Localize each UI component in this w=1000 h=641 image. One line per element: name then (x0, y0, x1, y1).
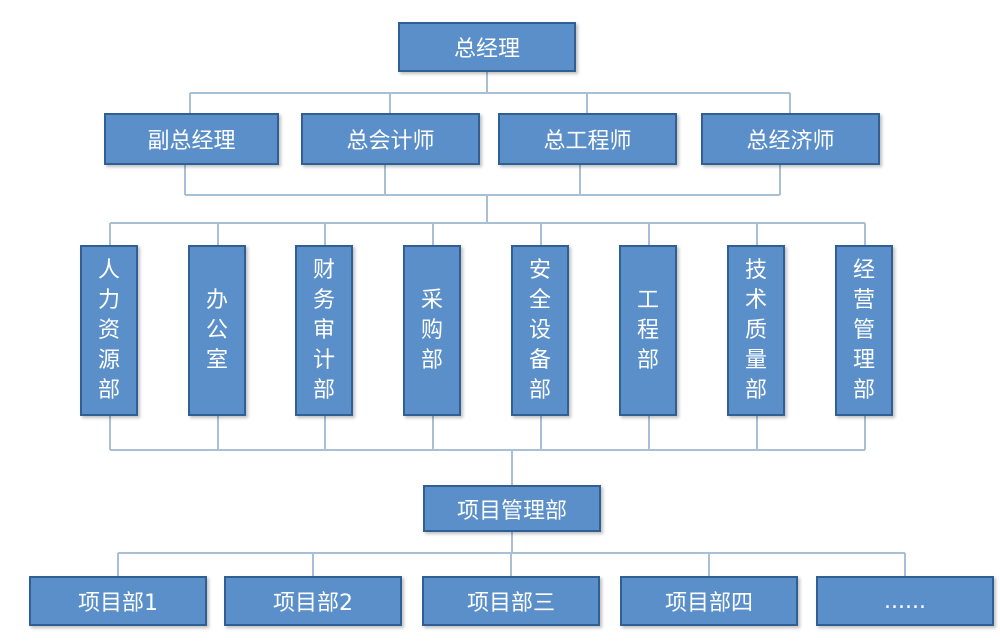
node-deputy-1: 总会计师 (301, 113, 480, 165)
department-label: 经营管理部 (852, 257, 875, 403)
node-department-1: 办公室 (188, 245, 246, 416)
department-label: 采购部 (420, 287, 443, 373)
node-deputy-3: 总经济师 (701, 113, 880, 165)
node-department-5: 工程部 (619, 245, 677, 416)
node-project-1: 项目部2 (224, 576, 402, 626)
node-project-4: ...... (816, 576, 994, 626)
node-department-4: 安全设备部 (511, 245, 569, 416)
node-department-7: 经营管理部 (835, 245, 893, 416)
node-project-2: 项目部三 (422, 576, 600, 626)
node-department-6: 技术质量部 (727, 245, 785, 416)
department-label: 技术质量部 (744, 257, 767, 403)
node-department-0: 人力资源部 (80, 245, 138, 416)
department-label: 人力资源部 (97, 257, 120, 403)
department-label: 工程部 (636, 287, 659, 373)
node-deputy-2: 总工程师 (498, 113, 677, 165)
node-deputy-0: 副总经理 (104, 113, 279, 165)
department-label: 安全设备部 (528, 257, 551, 403)
node-department-2: 财务审计部 (295, 245, 353, 416)
node-project-management: 项目管理部 (423, 485, 601, 532)
node-general-manager: 总经理 (398, 22, 576, 72)
department-label: 办公室 (205, 287, 228, 373)
department-label: 财务审计部 (312, 257, 335, 403)
node-project-0: 项目部1 (29, 576, 207, 626)
node-department-3: 采购部 (403, 245, 461, 416)
node-project-3: 项目部四 (620, 576, 798, 626)
